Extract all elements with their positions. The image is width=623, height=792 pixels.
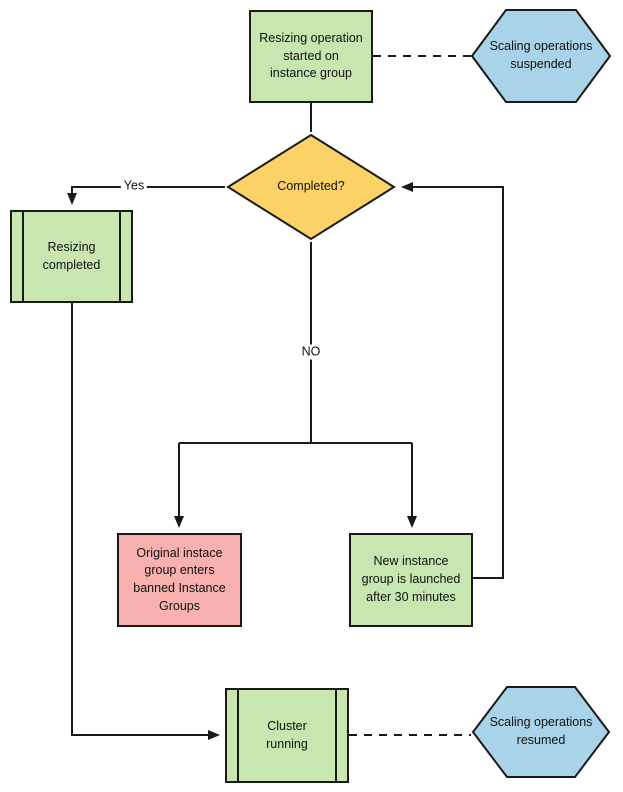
diamond-shape (226, 133, 396, 241)
node-banned-instance-group-label: Original instace group enters banned Ins… (133, 545, 226, 613)
node-scaling-resumed-label: Scaling operations resumed (489, 715, 593, 747)
node-completed-decision: Completed? (225, 133, 397, 241)
hexagon-shape (471, 9, 611, 103)
hexagon-shape (472, 686, 610, 778)
node-resizing-completed-label: Resizing completed (42, 239, 101, 272)
node-scaling-resumed: Scaling operations resumed (472, 686, 610, 778)
node-new-instance-group: New instance group is launched after 30 … (349, 533, 473, 627)
label-no: NO (298, 344, 324, 360)
node-cluster-running: Cluster running (225, 688, 349, 783)
node-resizing-completed: Resizing completed (10, 210, 133, 303)
node-new-instance-group-label: New instance group is launched after 30 … (361, 554, 461, 604)
node-banned-instance-group: Original instace group enters banned Ins… (117, 533, 242, 627)
edge-decision-yes (67, 186, 225, 205)
edge-new-group-loop (401, 182, 504, 579)
node-scaling-suspended-label: Scaling operations suspended (489, 39, 593, 71)
label-yes: Yes (120, 178, 148, 194)
node-resizing-started-label: Resizing operation started on instance g… (259, 30, 363, 81)
node-completed-decision-label: Completed? (277, 179, 345, 194)
edge-resizing-to-cluster (71, 303, 220, 740)
node-scaling-suspended: Scaling operations suspended (471, 9, 611, 103)
node-cluster-running-label: Cluster running (266, 718, 308, 751)
node-resizing-started: Resizing operation started on instance g… (249, 10, 373, 103)
